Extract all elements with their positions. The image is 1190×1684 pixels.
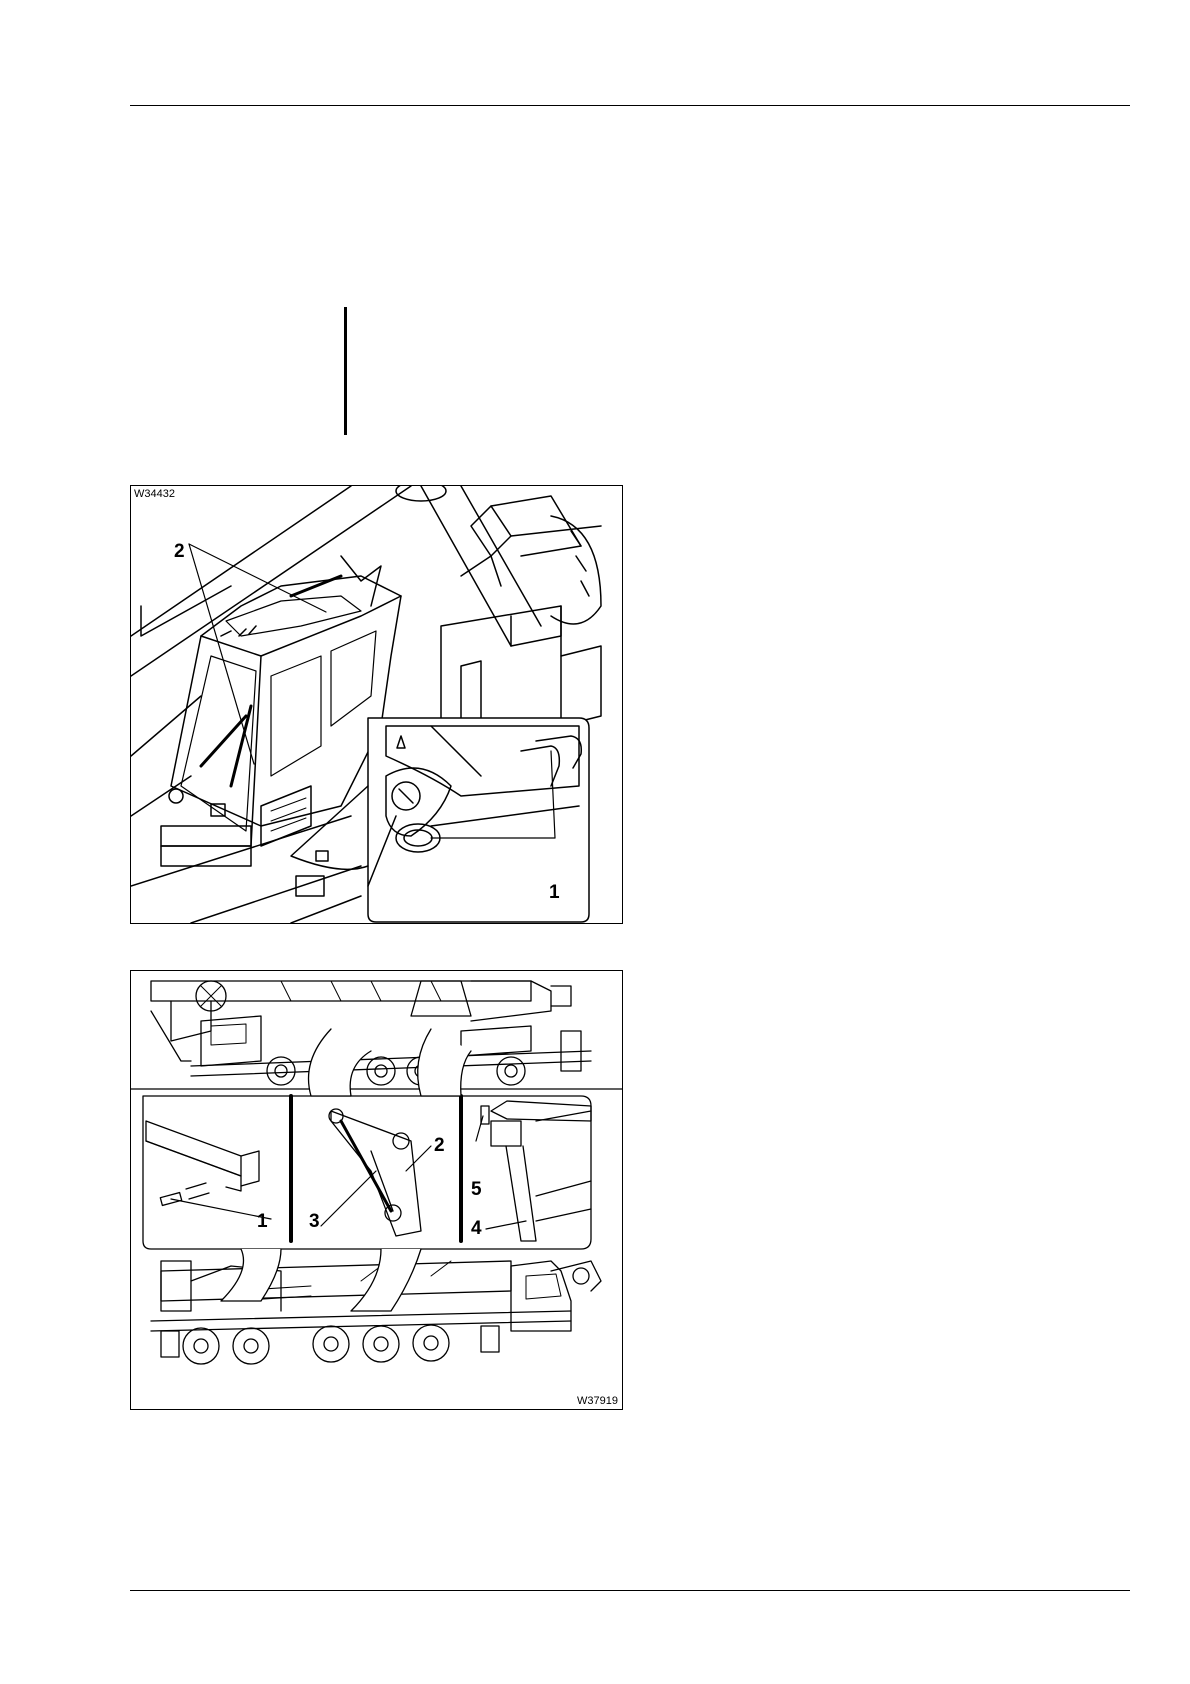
header-rule — [130, 105, 1130, 106]
crane-cab-illustration — [131, 486, 622, 923]
callout-2: 2 — [174, 541, 185, 563]
callout-3: 3 — [309, 1211, 320, 1233]
callout-5: 5 — [471, 1179, 482, 1201]
callout-2: 2 — [434, 1135, 445, 1157]
callout-1: 1 — [257, 1211, 268, 1233]
crane-side-views-illustration — [131, 971, 622, 1409]
callout-1: 1 — [549, 882, 560, 904]
change-bar — [344, 307, 347, 435]
figure-id: W37919 — [577, 1395, 618, 1407]
figure-crane-cab: W34432 — [130, 485, 623, 924]
figure-crane-side-views: 1 2 3 4 5 W37919 — [130, 970, 623, 1410]
footer-rule — [130, 1590, 1130, 1591]
callout-4: 4 — [471, 1218, 482, 1240]
